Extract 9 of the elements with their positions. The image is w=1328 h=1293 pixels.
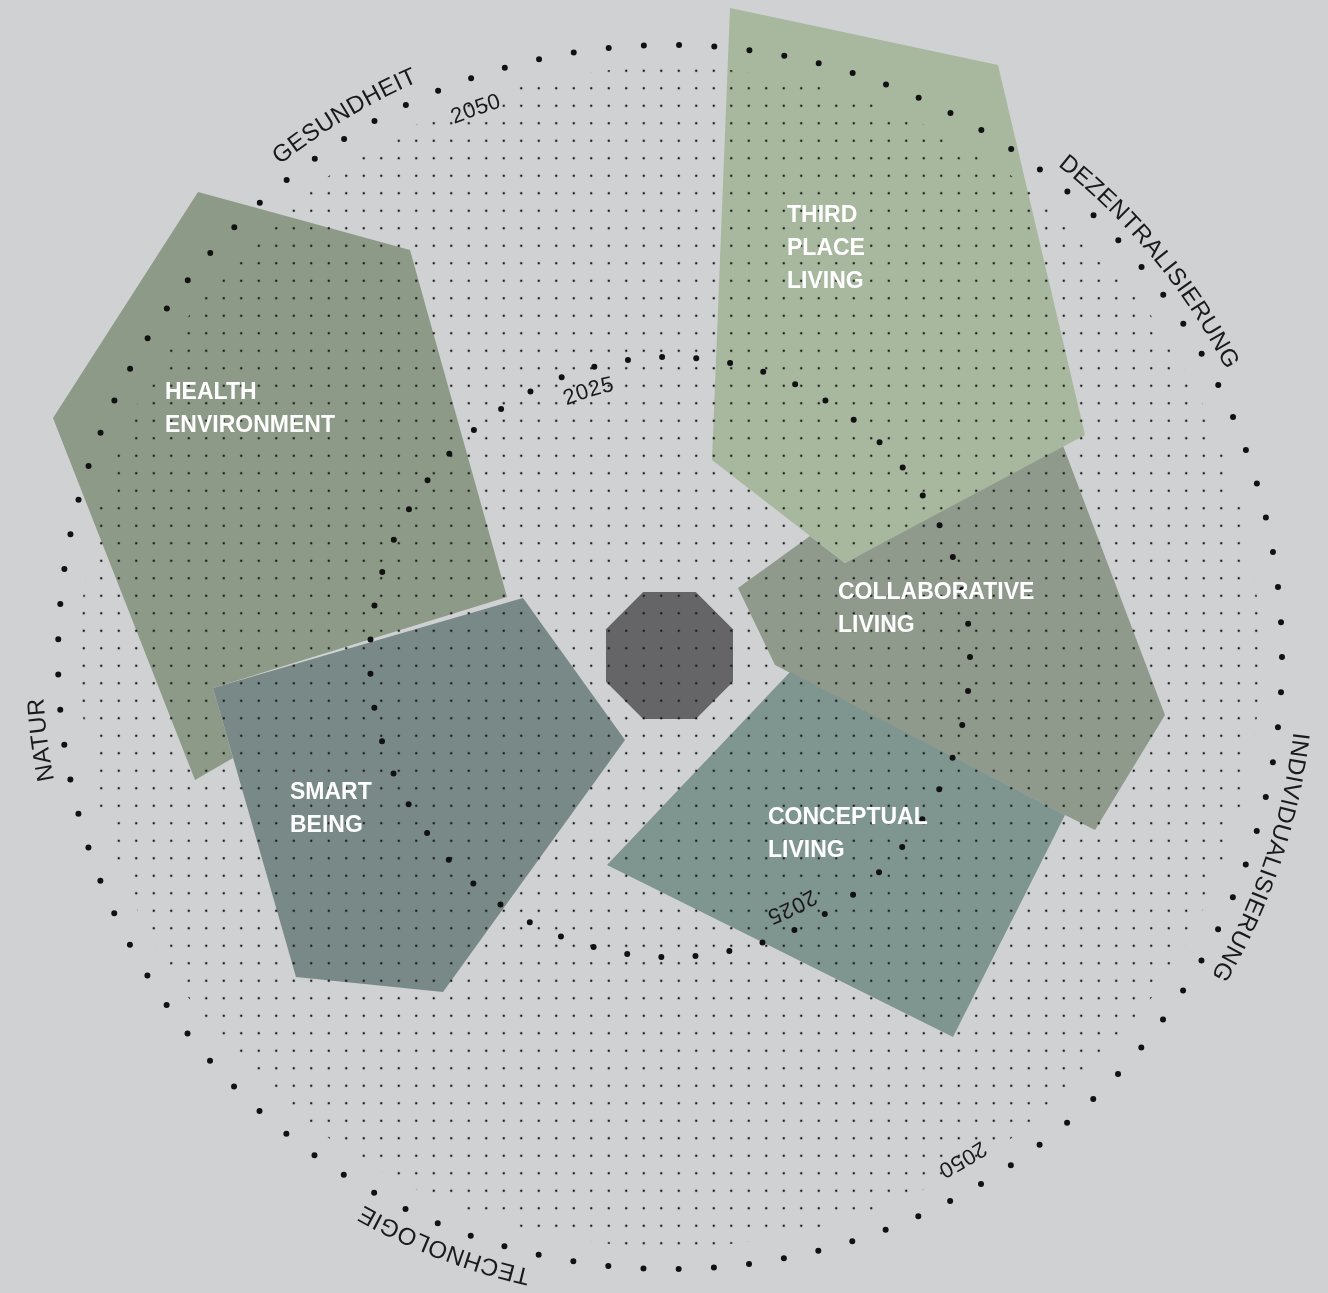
panel-label: THIRD PLACE LIVING xyxy=(787,200,866,295)
axis-label: 2025 xyxy=(764,884,822,931)
panel-label: HEALTH ENVIRONMENT xyxy=(165,377,336,439)
panel-label: SMART BEING xyxy=(290,777,373,839)
axis-label: 2025 xyxy=(559,371,617,411)
axis-label: 2050 xyxy=(934,1136,992,1184)
axis-label: 2050 xyxy=(447,87,504,129)
panel-label: COLLABORATIVE LIVING xyxy=(838,577,1036,639)
panel-label: CONCEPTUAL LIVING xyxy=(768,802,929,864)
